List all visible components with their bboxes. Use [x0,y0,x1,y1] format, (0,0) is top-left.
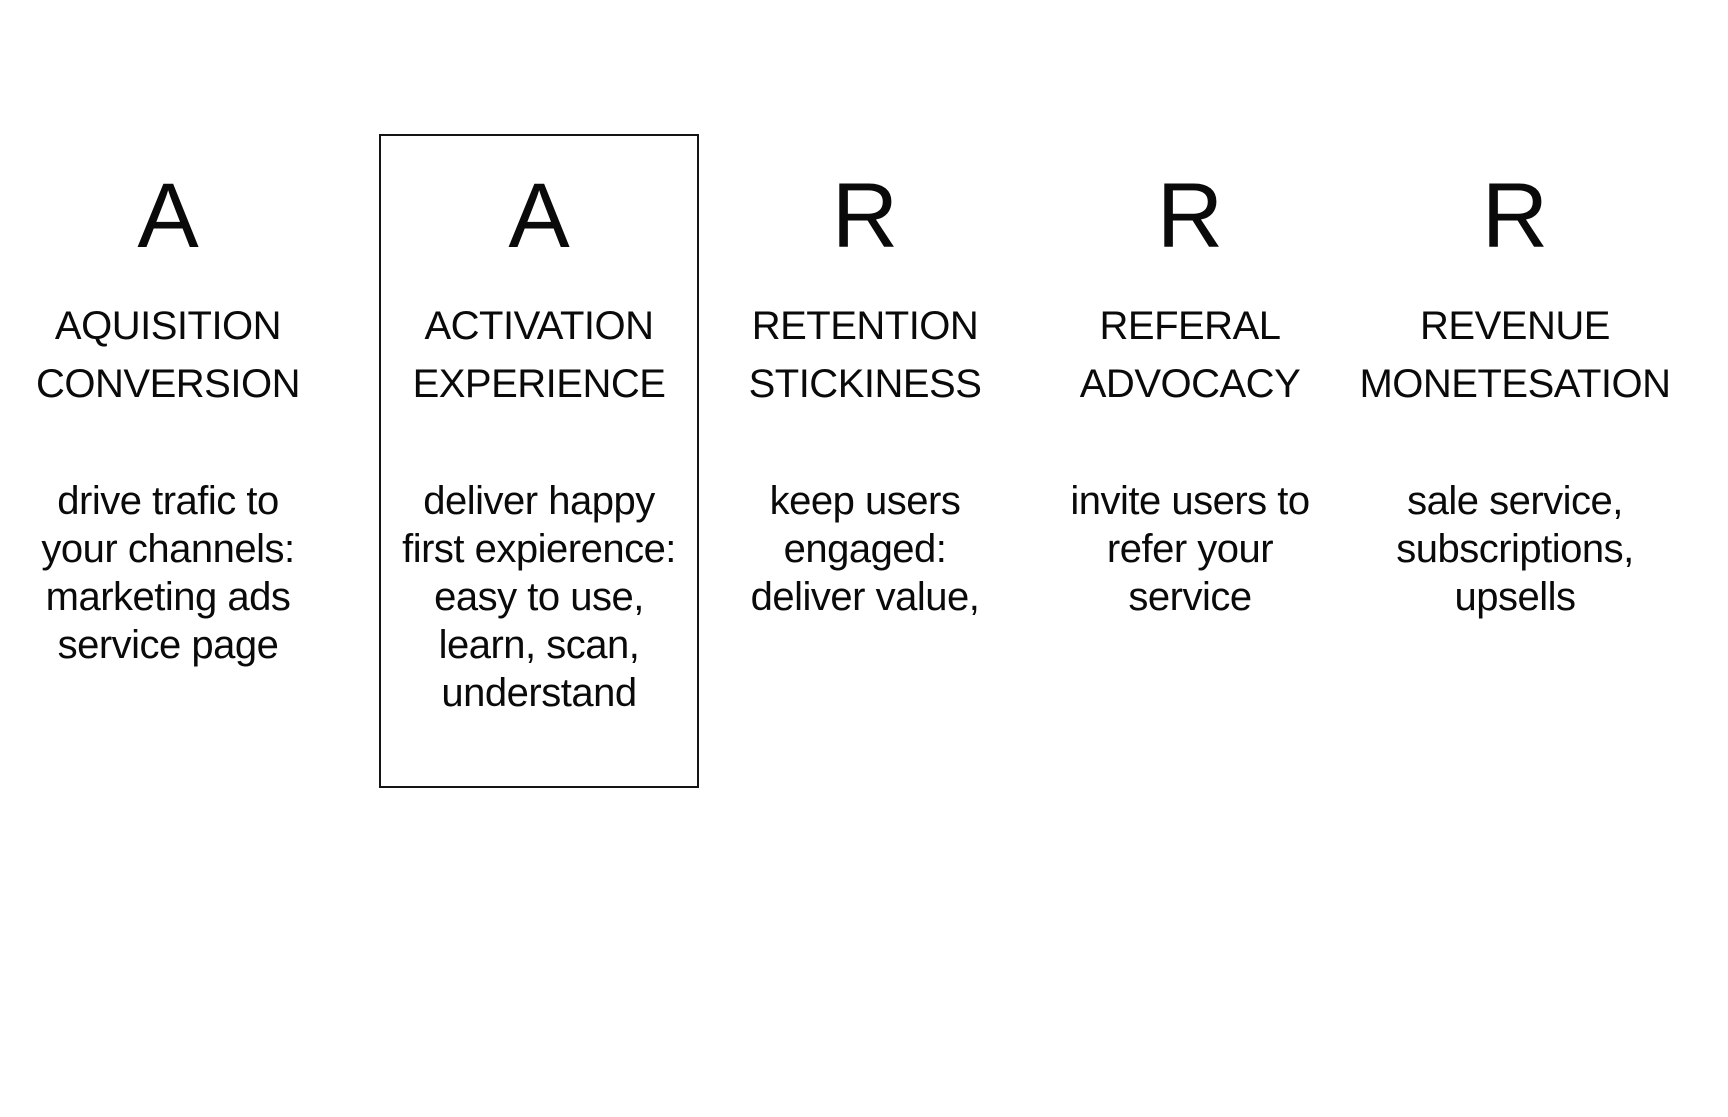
column-heading: RETENTION STICKINESS [695,297,1035,413]
heading-line: ADVOCACY [1079,362,1301,406]
description-line: service [1128,575,1252,619]
heading-line: RETENTION [751,304,979,348]
column-description: deliver happy first expierence: easy to … [369,477,709,717]
description-line: understand [441,671,637,715]
column-retention: R RETENTION STICKINESS keep users engage… [695,0,1035,820]
description-line: drive trafic to [57,479,279,523]
description-line: service page [57,623,279,667]
description-line: upsells [1454,575,1576,619]
column-referral: R REFERAL ADVOCACY invite users to refer… [1020,0,1360,820]
heading-line: REFERAL [1099,304,1282,348]
column-letter: R [831,165,899,267]
description-line: deliver value, [750,575,980,619]
description-line: invite users to [1070,479,1310,523]
heading-line: EXPERIENCE [412,362,666,406]
heading-line: STICKINESS [748,362,982,406]
activation-highlight-box [379,134,699,788]
column-letter: R [1481,165,1549,267]
description-line: marketing ads [45,575,291,619]
description-line: keep users [769,479,961,523]
column-activation: A ACTIVATION EXPERIENCE deliver happy fi… [369,0,709,820]
column-heading: AQUISITION CONVERSION [0,297,338,413]
heading-line: REVENUE [1420,304,1610,348]
column-acquisition: A AQUISITION CONVERSION drive trafic to … [0,0,338,820]
column-description: keep users engaged: deliver value, [695,477,1035,621]
heading-line: CONVERSION [36,362,300,406]
heading-line: AQUISITION [54,304,282,348]
column-description: sale service, subscriptions, upsells [1345,477,1685,621]
heading-line: MONETESATION [1359,362,1671,406]
column-letter: A [137,165,199,267]
column-revenue: R REVENUE MONETESATION sale service, sub… [1345,0,1685,820]
column-letter: R [1156,165,1224,267]
description-line: learn, scan, [438,623,640,667]
description-line: easy to use, [434,575,644,619]
description-line: your channels: [41,527,295,571]
heading-line: ACTIVATION [424,304,654,348]
description-line: first expierence: [402,527,676,571]
column-description: drive trafic to your channels: marketing… [0,477,338,669]
description-line: engaged: [783,527,947,571]
column-heading: REFERAL ADVOCACY [1020,297,1360,413]
description-line: deliver happy [423,479,655,523]
column-heading: ACTIVATION EXPERIENCE [369,297,709,413]
description-line: subscriptions, [1396,527,1634,571]
description-line: sale service, [1407,479,1623,523]
description-line: refer your [1106,527,1274,571]
column-letter: A [508,165,570,267]
column-heading: REVENUE MONETESATION [1345,297,1685,413]
column-description: invite users to refer your service [1020,477,1360,621]
